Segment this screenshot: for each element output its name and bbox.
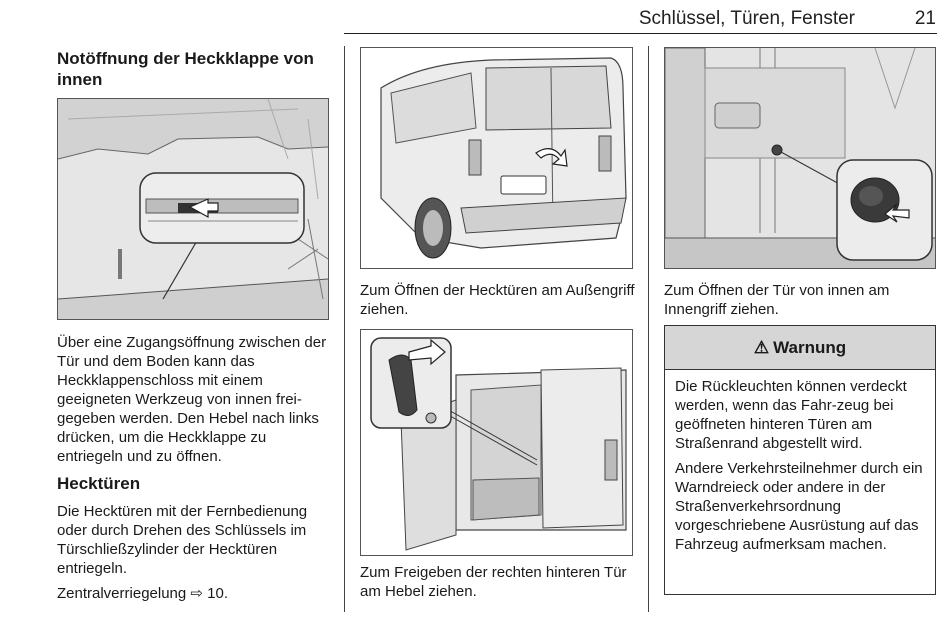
warning-title: Warnung [773,337,847,357]
caption-outside-handle-wrap: Zum Öffnen der Hecktüren am Außengriff z… [360,281,635,319]
page-number: 21 [914,8,936,29]
warning-body: Die Rückleuchten können verdeckt werden,… [665,370,935,554]
para-rear-doors: Die Hecktüren mit der Fernbedienung oder… [57,503,308,577]
cross-reference-text: Zentralverriegelung [57,585,187,602]
para-rear-doors-wrap: Die Hecktüren mit der Fernbedienung oder… [57,502,332,578]
reference-arrow-icon: ⇨ [190,585,203,602]
warning-triangle-icon: ⚠ [753,337,770,357]
cross-reference[interactable]: Zentralverriegelung ⇨ 10. [57,584,332,603]
cross-reference-page: 10. [207,585,229,602]
column-divider-1 [344,46,345,612]
caption-release-lever: Zum Freigeben der rechten hinteren Tür a… [360,564,627,600]
header-rule [344,33,937,34]
caption-release-lever-wrap: Zum Freigeben der rechten hinteren Tür a… [360,563,638,601]
caption-outside-handle: Zum Öffnen der Hecktüren am Außengriff z… [360,282,635,318]
caption-inside-handle: Zum Öffnen der Tür von innen am Innengri… [664,282,890,318]
warning-box: ⚠ Warnung Die Rückleuchten können verdec… [664,325,936,595]
heading-rear-doors: Hecktüren [57,474,141,493]
para-emergency-opening: Über eine Zugangsöffnung zwischen der Tü… [57,334,327,465]
heading-emergency-opening-wrap: Notöffnung der Heckklappe von innen [57,48,332,90]
warning-paragraph-2: Andere Verkehrsteilnehmer durch ein Warn… [675,460,923,553]
heading-rear-doors-wrap: Hecktüren [57,473,332,494]
warning-header: ⚠ Warnung [665,326,935,370]
heading-emergency-opening: Notöffnung der Heckklappe von innen [57,49,314,89]
column-divider-2 [648,46,649,612]
figure-tailgate-interior [57,98,329,320]
figure-van-rear-open-door [360,329,633,556]
figure-inside-handle [664,47,936,269]
warning-paragraph-1: Die Rückleuchten können verdeckt werden,… [675,378,907,452]
running-header-title: Schlüssel, Türen, Fenster [638,8,855,29]
para-emergency-opening-wrap: Über eine Zugangsöffnung zwischen der Tü… [57,333,332,466]
caption-inside-handle-wrap: Zum Öffnen der Tür von innen am Innengri… [664,281,939,319]
figure-van-rear-exterior [360,47,633,269]
